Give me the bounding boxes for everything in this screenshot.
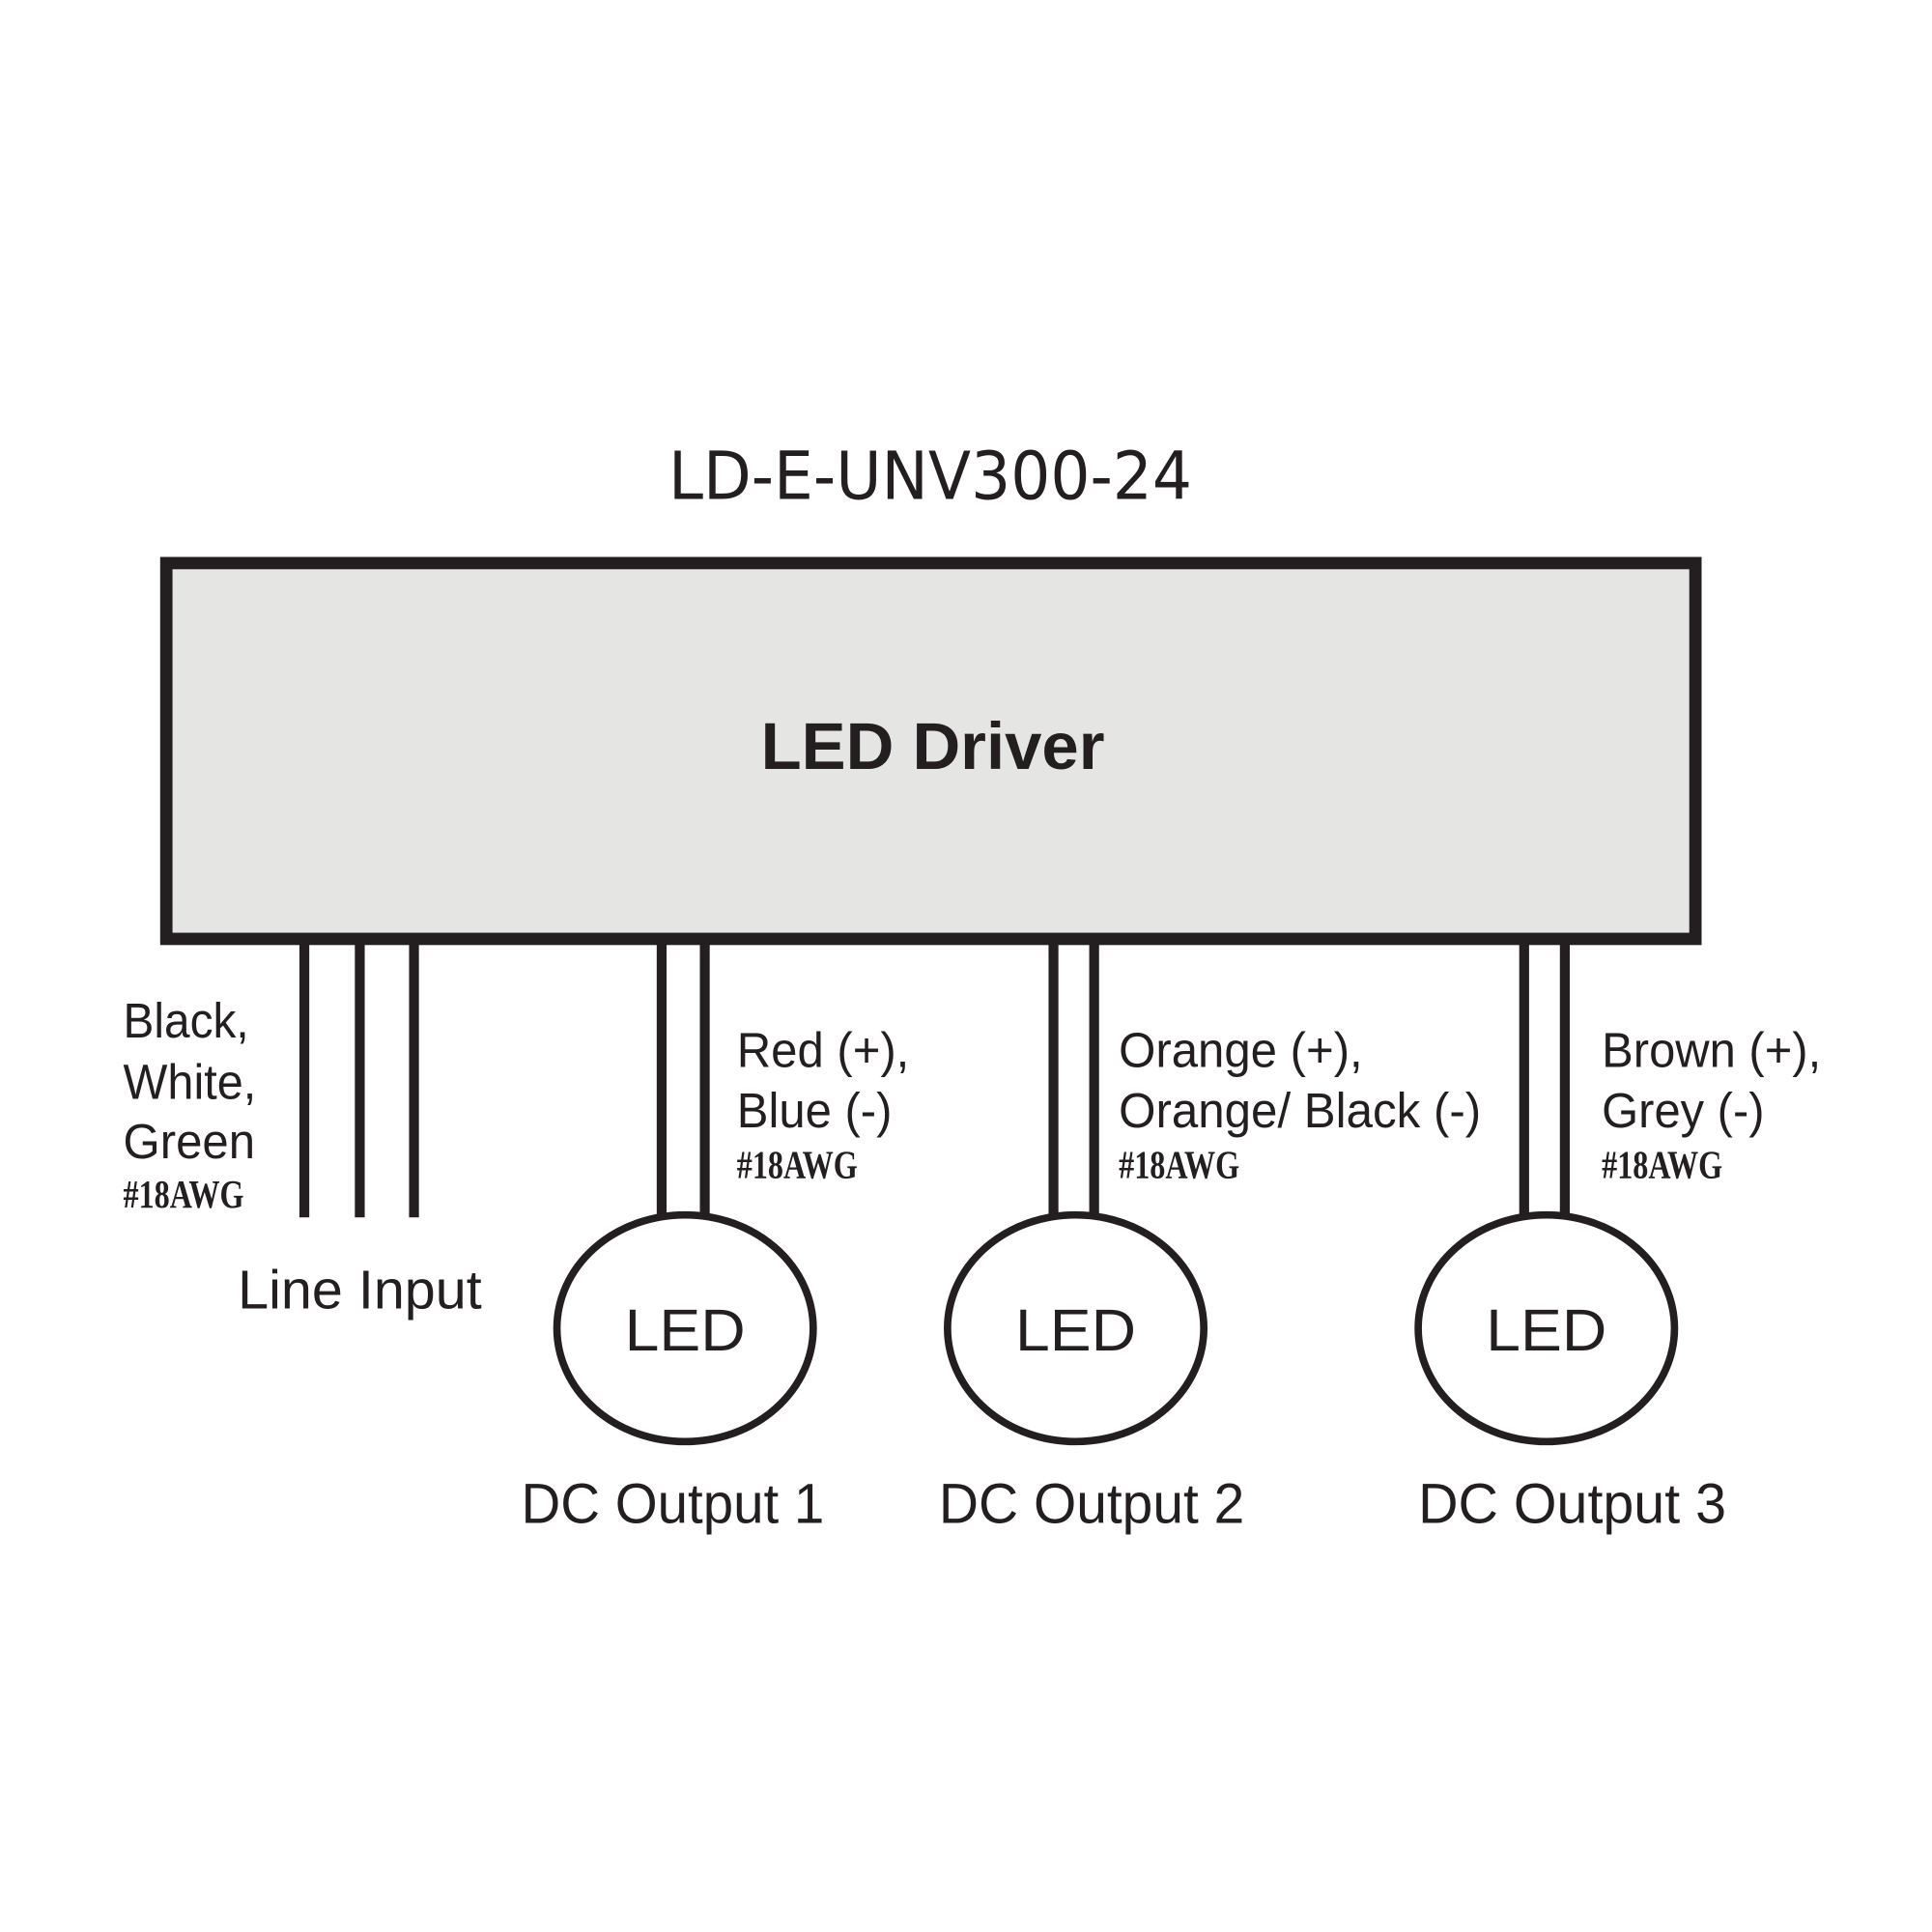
dc-output-1: LED Red (+), Blue (-) #18AWG DC Output 1 [522,938,910,1536]
line-color-3: Green [124,1114,255,1169]
wire-color-positive: Brown (+), [1602,1023,1821,1078]
model-title: LD-E-UNV300-24 [668,439,1192,516]
dc-output-2: LED Orange (+), Orange/ Black (-) #18AWG… [939,938,1481,1536]
wire-color-negative: Blue (-) [737,1083,893,1138]
wire-gauge: #18AWG [1119,1143,1239,1186]
dc-output-3: LED Brown (+), Grey (-) #18AWG DC Output… [1414,938,1821,1536]
led-circle [1414,1210,1679,1446]
wire-color-positive: Orange (+), [1119,1023,1363,1078]
led-circle [944,1210,1208,1446]
output-label: DC Output 2 [939,1473,1244,1536]
led-label: LED [1486,1297,1606,1363]
led-label: LED [625,1297,746,1363]
wire-color-negative: Orange/ Black (-) [1119,1083,1481,1138]
driver-label: LED Driver [761,709,1105,783]
led-driver-box [159,556,1702,946]
line-input-wires [298,938,419,1218]
line-input-label: Line Input [238,1260,482,1321]
led-label: LED [1015,1297,1136,1363]
wire-gauge: #18AWG [737,1143,858,1186]
line-gauge: #18AWG [124,1173,244,1216]
wire-gauge: #18AWG [1602,1143,1722,1186]
line-color-1: Black, [124,993,249,1048]
wire-color-positive: Red (+), [737,1023,910,1078]
led-circle [553,1210,817,1446]
wire-color-negative: Grey (-) [1602,1083,1764,1138]
output-label: DC Output 1 [522,1473,825,1536]
output-label: DC Output 3 [1418,1473,1726,1536]
line-color-2: White, [124,1055,257,1110]
